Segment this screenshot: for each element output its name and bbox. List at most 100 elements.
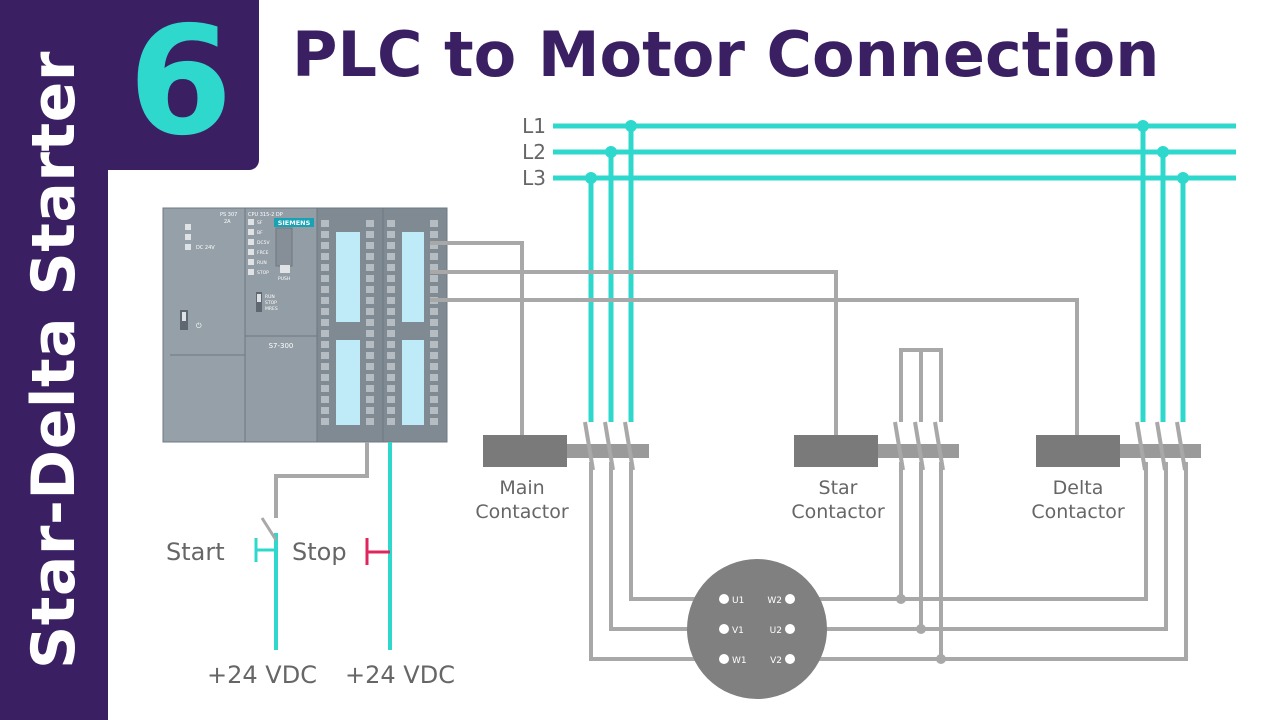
line-label-l2: L2 — [522, 140, 546, 164]
io-terminal — [387, 319, 395, 326]
io-terminal — [430, 385, 438, 392]
io-terminal — [430, 374, 438, 381]
ps-voltage: DC 24V — [196, 245, 215, 251]
io-terminal — [366, 297, 374, 304]
io-terminal — [430, 220, 438, 227]
line-label-l3: L3 — [522, 166, 546, 190]
episode-badge: 6 — [102, 0, 259, 170]
io-terminal — [366, 385, 374, 392]
cpu-led-label: SF — [257, 220, 263, 226]
ps-label: PS 307 — [220, 212, 237, 218]
cpu-led-label: RUN — [257, 260, 267, 266]
terminal-label: W1 — [732, 656, 747, 666]
io-terminal — [387, 374, 395, 381]
io-terminal — [321, 396, 329, 403]
io-terminal — [387, 286, 395, 293]
io-terminal — [430, 330, 438, 337]
terminal-v1 — [719, 624, 729, 634]
io-terminal — [430, 308, 438, 315]
io-terminal — [321, 319, 329, 326]
motor-wires — [589, 462, 1188, 661]
terminal-u1 — [719, 594, 729, 604]
io-label-strip — [402, 232, 424, 322]
stop-button — [365, 538, 390, 565]
start-button — [254, 538, 276, 562]
episode-number: 6 — [128, 0, 233, 169]
junction-dot — [1157, 146, 1169, 158]
terminal-label: W2 — [767, 596, 782, 606]
plc-rack: PS 307 2A DC 24V ⏻ CPU 315-2 DP SIEMENS … — [162, 207, 448, 443]
star-contactor-label: Star — [819, 477, 858, 499]
io-terminal — [430, 418, 438, 425]
delta-contactor-label: Delta — [1053, 477, 1104, 499]
cpu-led-label: STOP — [257, 270, 269, 276]
io-terminal — [366, 231, 374, 238]
junction-dot — [1177, 172, 1189, 184]
power-lines — [553, 120, 1236, 422]
io-terminal — [366, 418, 374, 425]
io-terminal — [387, 385, 395, 392]
sidebar: Star-Delta Starter — [0, 0, 108, 720]
io-terminal — [321, 220, 329, 227]
io-terminal — [387, 308, 395, 315]
io-terminal — [430, 396, 438, 403]
io-terminal — [387, 363, 395, 370]
start-label: Start — [166, 538, 225, 566]
io-terminal — [321, 341, 329, 348]
io-terminal — [430, 264, 438, 271]
ps-current: 2A — [224, 219, 231, 225]
io-terminal — [387, 220, 395, 227]
io-terminal — [387, 264, 395, 271]
io-terminal — [321, 242, 329, 249]
io-terminal — [321, 418, 329, 425]
plc-model: S7-300 — [269, 342, 294, 350]
io-terminal — [321, 330, 329, 337]
io-terminal — [387, 275, 395, 282]
io-terminal — [321, 374, 329, 381]
io-terminal — [366, 330, 374, 337]
io-terminal — [430, 319, 438, 326]
io-terminal — [366, 286, 374, 293]
io-terminal — [366, 319, 374, 326]
cpu-label: CPU 315-2 DP — [248, 212, 283, 218]
io-terminal — [366, 264, 374, 271]
io-terminal — [387, 297, 395, 304]
io-terminal — [430, 352, 438, 359]
main-contactor-label: Main — [499, 477, 544, 499]
io-terminal — [321, 231, 329, 238]
cpu-led-label: BF — [257, 230, 263, 236]
cpu-mode-label: RUN — [265, 294, 275, 300]
junction-dot — [605, 146, 617, 158]
io-terminal — [366, 407, 374, 414]
terminal-u2 — [785, 624, 795, 634]
cpu-mode-label: MRES — [265, 306, 278, 312]
io-terminal — [366, 253, 374, 260]
cpu-mode-label: STOP — [265, 300, 277, 306]
junction-dot — [585, 172, 597, 184]
io-terminal — [387, 231, 395, 238]
terminal-label: V1 — [732, 626, 744, 636]
io-terminal — [366, 352, 374, 359]
cpu-led — [248, 219, 254, 225]
io-terminal — [321, 308, 329, 315]
io-terminal — [430, 242, 438, 249]
cpu-led — [248, 269, 254, 275]
control-circuit — [274, 442, 392, 650]
junction-dot — [1137, 120, 1149, 132]
io-terminal — [387, 341, 395, 348]
push-label: PUSH — [278, 276, 290, 282]
io-terminal — [366, 374, 374, 381]
io-terminal — [387, 418, 395, 425]
io-label-strip — [336, 340, 360, 425]
io-terminal — [366, 396, 374, 403]
io-terminal — [366, 220, 374, 227]
start-switch-blade — [260, 517, 278, 541]
io-terminal — [430, 363, 438, 370]
star-contactor-label: Contactor — [791, 501, 885, 523]
io-terminal — [430, 407, 438, 414]
delta-contactor-label: Contactor — [1031, 501, 1125, 523]
io-terminal — [430, 231, 438, 238]
io-terminal — [366, 275, 374, 282]
